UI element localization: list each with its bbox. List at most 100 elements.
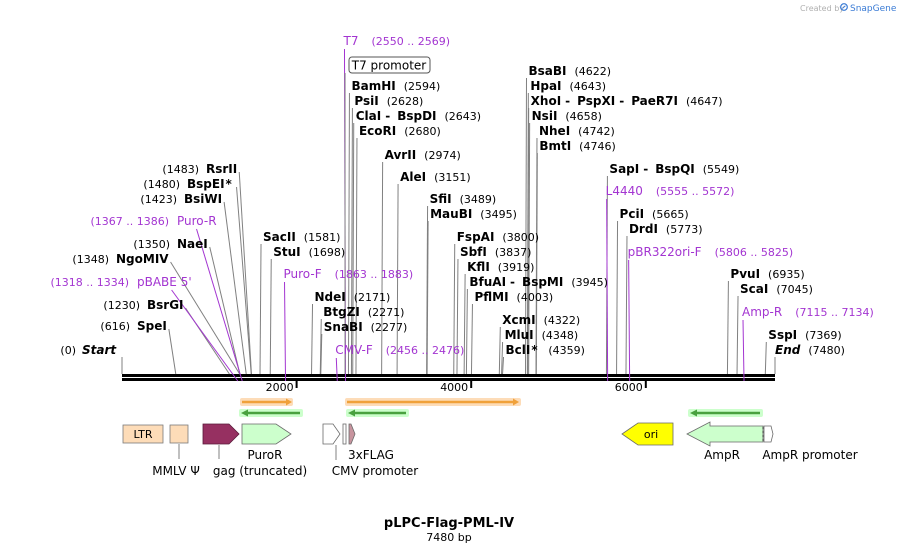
primer-connector bbox=[628, 259, 631, 382]
enzyme-connector bbox=[726, 280, 729, 375]
enzyme-position: (1698) bbox=[309, 246, 346, 259]
enzyme-name: BsiWI bbox=[184, 192, 222, 206]
feature-promoter-small bbox=[342, 423, 347, 445]
enzyme-name: PvuI bbox=[730, 267, 760, 281]
feature-mmlv-psi-label: MMLV Ψ bbox=[152, 464, 200, 478]
tick-label: 6000 bbox=[615, 381, 643, 394]
enzyme-position: (5773) bbox=[666, 223, 703, 236]
enzyme-name: BmtI bbox=[539, 139, 571, 153]
enzyme-position: (2628) bbox=[387, 95, 424, 108]
orf-arrow-amp-reverse bbox=[688, 409, 763, 417]
enzyme-position: (4348) bbox=[542, 329, 579, 342]
enzyme-connector bbox=[236, 186, 252, 375]
enzyme-name: BtgZI bbox=[323, 305, 360, 319]
enzyme-name: ScaI bbox=[740, 282, 768, 296]
enzyme-position: (1483) bbox=[162, 163, 199, 176]
enzyme-position: (4359) bbox=[548, 344, 585, 357]
primer-puro-f: Puro-F(1863 .. 1883) bbox=[284, 267, 414, 281]
enzyme-name: BspMI bbox=[522, 275, 563, 289]
primer-connector bbox=[171, 289, 239, 382]
enzyme-position: (3489) bbox=[460, 193, 497, 206]
snapgene-logo-icon bbox=[840, 3, 848, 11]
enzyme-connector bbox=[616, 220, 619, 375]
enzyme-name: BsrGI bbox=[147, 298, 184, 312]
enzyme-position: (2271) bbox=[368, 306, 405, 319]
enzyme-position: (1423) bbox=[140, 193, 177, 206]
enzyme-position: (3837) bbox=[495, 246, 532, 259]
enzyme-site-psii: PsiI (2628) bbox=[354, 94, 423, 108]
primer-t7: T7(2550 .. 2569) bbox=[342, 34, 450, 48]
enzyme-name: EcoRI bbox=[359, 124, 396, 138]
enzyme-name: AleI bbox=[400, 170, 426, 184]
enzyme-name: Start bbox=[82, 343, 117, 357]
enzyme-position: (1480) bbox=[143, 178, 180, 191]
primer-amp-r: Amp-R(7115 .. 7134) bbox=[742, 305, 874, 319]
primer-puro-r: Puro-R(1367 .. 1386) bbox=[90, 214, 216, 228]
credit-text: Created by bbox=[800, 4, 844, 13]
enzyme-name: NaeI bbox=[177, 237, 208, 251]
enzyme-site-rsrii: RsrII (1483) bbox=[162, 162, 237, 176]
orf-arrow-pml bbox=[345, 398, 521, 406]
enzyme-position: (2171) bbox=[354, 291, 391, 304]
orf-arrow-puro bbox=[240, 398, 293, 406]
feature-ori bbox=[621, 422, 674, 446]
enzyme-connector bbox=[426, 205, 429, 375]
enzyme-connector bbox=[238, 171, 252, 375]
enzyme-separator: - bbox=[510, 275, 515, 289]
enzyme-position: (0) bbox=[60, 344, 76, 357]
enzyme-connector bbox=[501, 341, 504, 375]
enzyme-position: (4647) bbox=[686, 95, 723, 108]
orf-arrow-mid-reverse bbox=[346, 409, 409, 417]
enzyme-position: (1348) bbox=[72, 253, 109, 266]
feature-ltr bbox=[122, 424, 164, 444]
enzyme-name: StuI bbox=[273, 245, 300, 259]
enzyme-position: (5665) bbox=[652, 208, 689, 221]
backbone-bottom-strand bbox=[122, 378, 775, 381]
enzyme-site-alei: AleI(3151) bbox=[400, 170, 471, 184]
enzyme-name: RsrII bbox=[206, 162, 237, 176]
enzyme-site-xhoi: XhoI-PspXI-PaeR7I(4647) bbox=[531, 94, 723, 108]
enzyme-name: ClaI bbox=[356, 109, 381, 123]
enzyme-connector bbox=[736, 295, 739, 375]
feature-puror-label: PuroR bbox=[248, 448, 283, 462]
enzyme-position: (2277) bbox=[371, 321, 408, 334]
tick-label: 4000 bbox=[440, 381, 468, 394]
enzyme-name: PsiI bbox=[354, 94, 378, 108]
enzyme-name: NdeI bbox=[315, 290, 346, 304]
site-labels: Start(0)SpeI(616)BsrGI(1230)NgoMIV(1348)… bbox=[50, 34, 873, 357]
enzyme-name: BsaBI bbox=[528, 64, 566, 78]
primer-connector bbox=[284, 281, 287, 382]
primer-l4440: L4440(5555 .. 5572) bbox=[606, 184, 735, 198]
enzyme-connector bbox=[320, 333, 323, 375]
enzyme-site-btgzi: BtgZI (2271) bbox=[323, 305, 404, 319]
enzyme-connector bbox=[453, 243, 456, 375]
enzyme-site-fspai: FspAI(3800) bbox=[457, 230, 539, 244]
enzyme-site-bsabi: BsaBI(4622) bbox=[528, 64, 611, 78]
enzyme-site-bfuai: BfuAI-BspMI(3945) bbox=[469, 275, 608, 289]
enzyme-site-pcii: PciI (5665) bbox=[620, 207, 689, 221]
primer-position: (7115 .. 7134) bbox=[795, 306, 874, 319]
enzyme-site-naei: NaeI(1350) bbox=[133, 237, 207, 251]
feature-ampr-promoter bbox=[763, 425, 774, 443]
primer-name: T7 bbox=[342, 34, 358, 48]
enzyme-site-start: Start (0) bbox=[60, 343, 117, 357]
enzyme-name: SpeI bbox=[137, 319, 167, 333]
enzyme-star: * bbox=[531, 343, 538, 357]
enzyme-position: (7369) bbox=[805, 329, 842, 342]
features: LTR MMLV Ψ gag (truncated) PuroR CMV pro… bbox=[122, 421, 858, 478]
enzyme-position: (6935) bbox=[768, 268, 805, 281]
enzyme-connector bbox=[223, 201, 247, 375]
feature-ori-label: ori bbox=[644, 428, 658, 441]
enzyme-connector bbox=[381, 161, 384, 375]
enzyme-position: (1230) bbox=[103, 299, 140, 312]
enzyme-name: PciI bbox=[620, 207, 645, 221]
enzyme-name: XcmI bbox=[502, 313, 535, 327]
enzyme-site-bmti: BmtI(4746) bbox=[539, 139, 615, 153]
enzyme-name: NgoMIV bbox=[116, 252, 169, 266]
enzyme-name: PspXI bbox=[577, 94, 615, 108]
enzyme-connector bbox=[498, 326, 501, 375]
enzyme-site-maubi: MauBI(3495) bbox=[430, 207, 517, 221]
feature-ampr bbox=[686, 421, 764, 447]
enzyme-connector bbox=[396, 183, 399, 375]
